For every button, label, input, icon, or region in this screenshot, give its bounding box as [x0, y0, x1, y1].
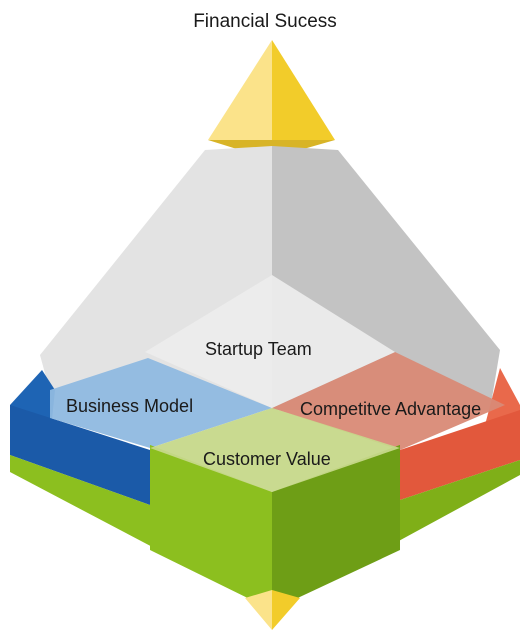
business-model-block-side [10, 370, 55, 420]
startup-team-platform [145, 275, 395, 408]
competitive-advantage-block-front [400, 410, 520, 500]
competitive-advantage-block-side [485, 368, 520, 425]
competitive-advantage-block-top [272, 352, 505, 450]
green-base-front-left [150, 445, 272, 610]
customer-value-top [150, 408, 400, 492]
bottom-gold-pyramid-right-face [272, 590, 300, 630]
diagram-title: Financial Sucess [193, 11, 337, 32]
business-model-block-top [50, 358, 272, 448]
top-gold-pyramid-right-face [272, 40, 335, 140]
green-base-front-right [272, 445, 400, 610]
top-gold-pyramid-base [208, 140, 335, 150]
customer-value-label: Customer Value [203, 449, 331, 469]
competitive-advantage-label: Competitve Advantage [300, 399, 482, 419]
top-gold-pyramid-left-face [208, 40, 272, 140]
business-model-label: Business Model [66, 396, 194, 416]
bottom-gold-pyramid-left-face [245, 590, 272, 630]
business-model-block-front [10, 405, 150, 505]
startup-team-label: Startup Team [205, 339, 312, 359]
